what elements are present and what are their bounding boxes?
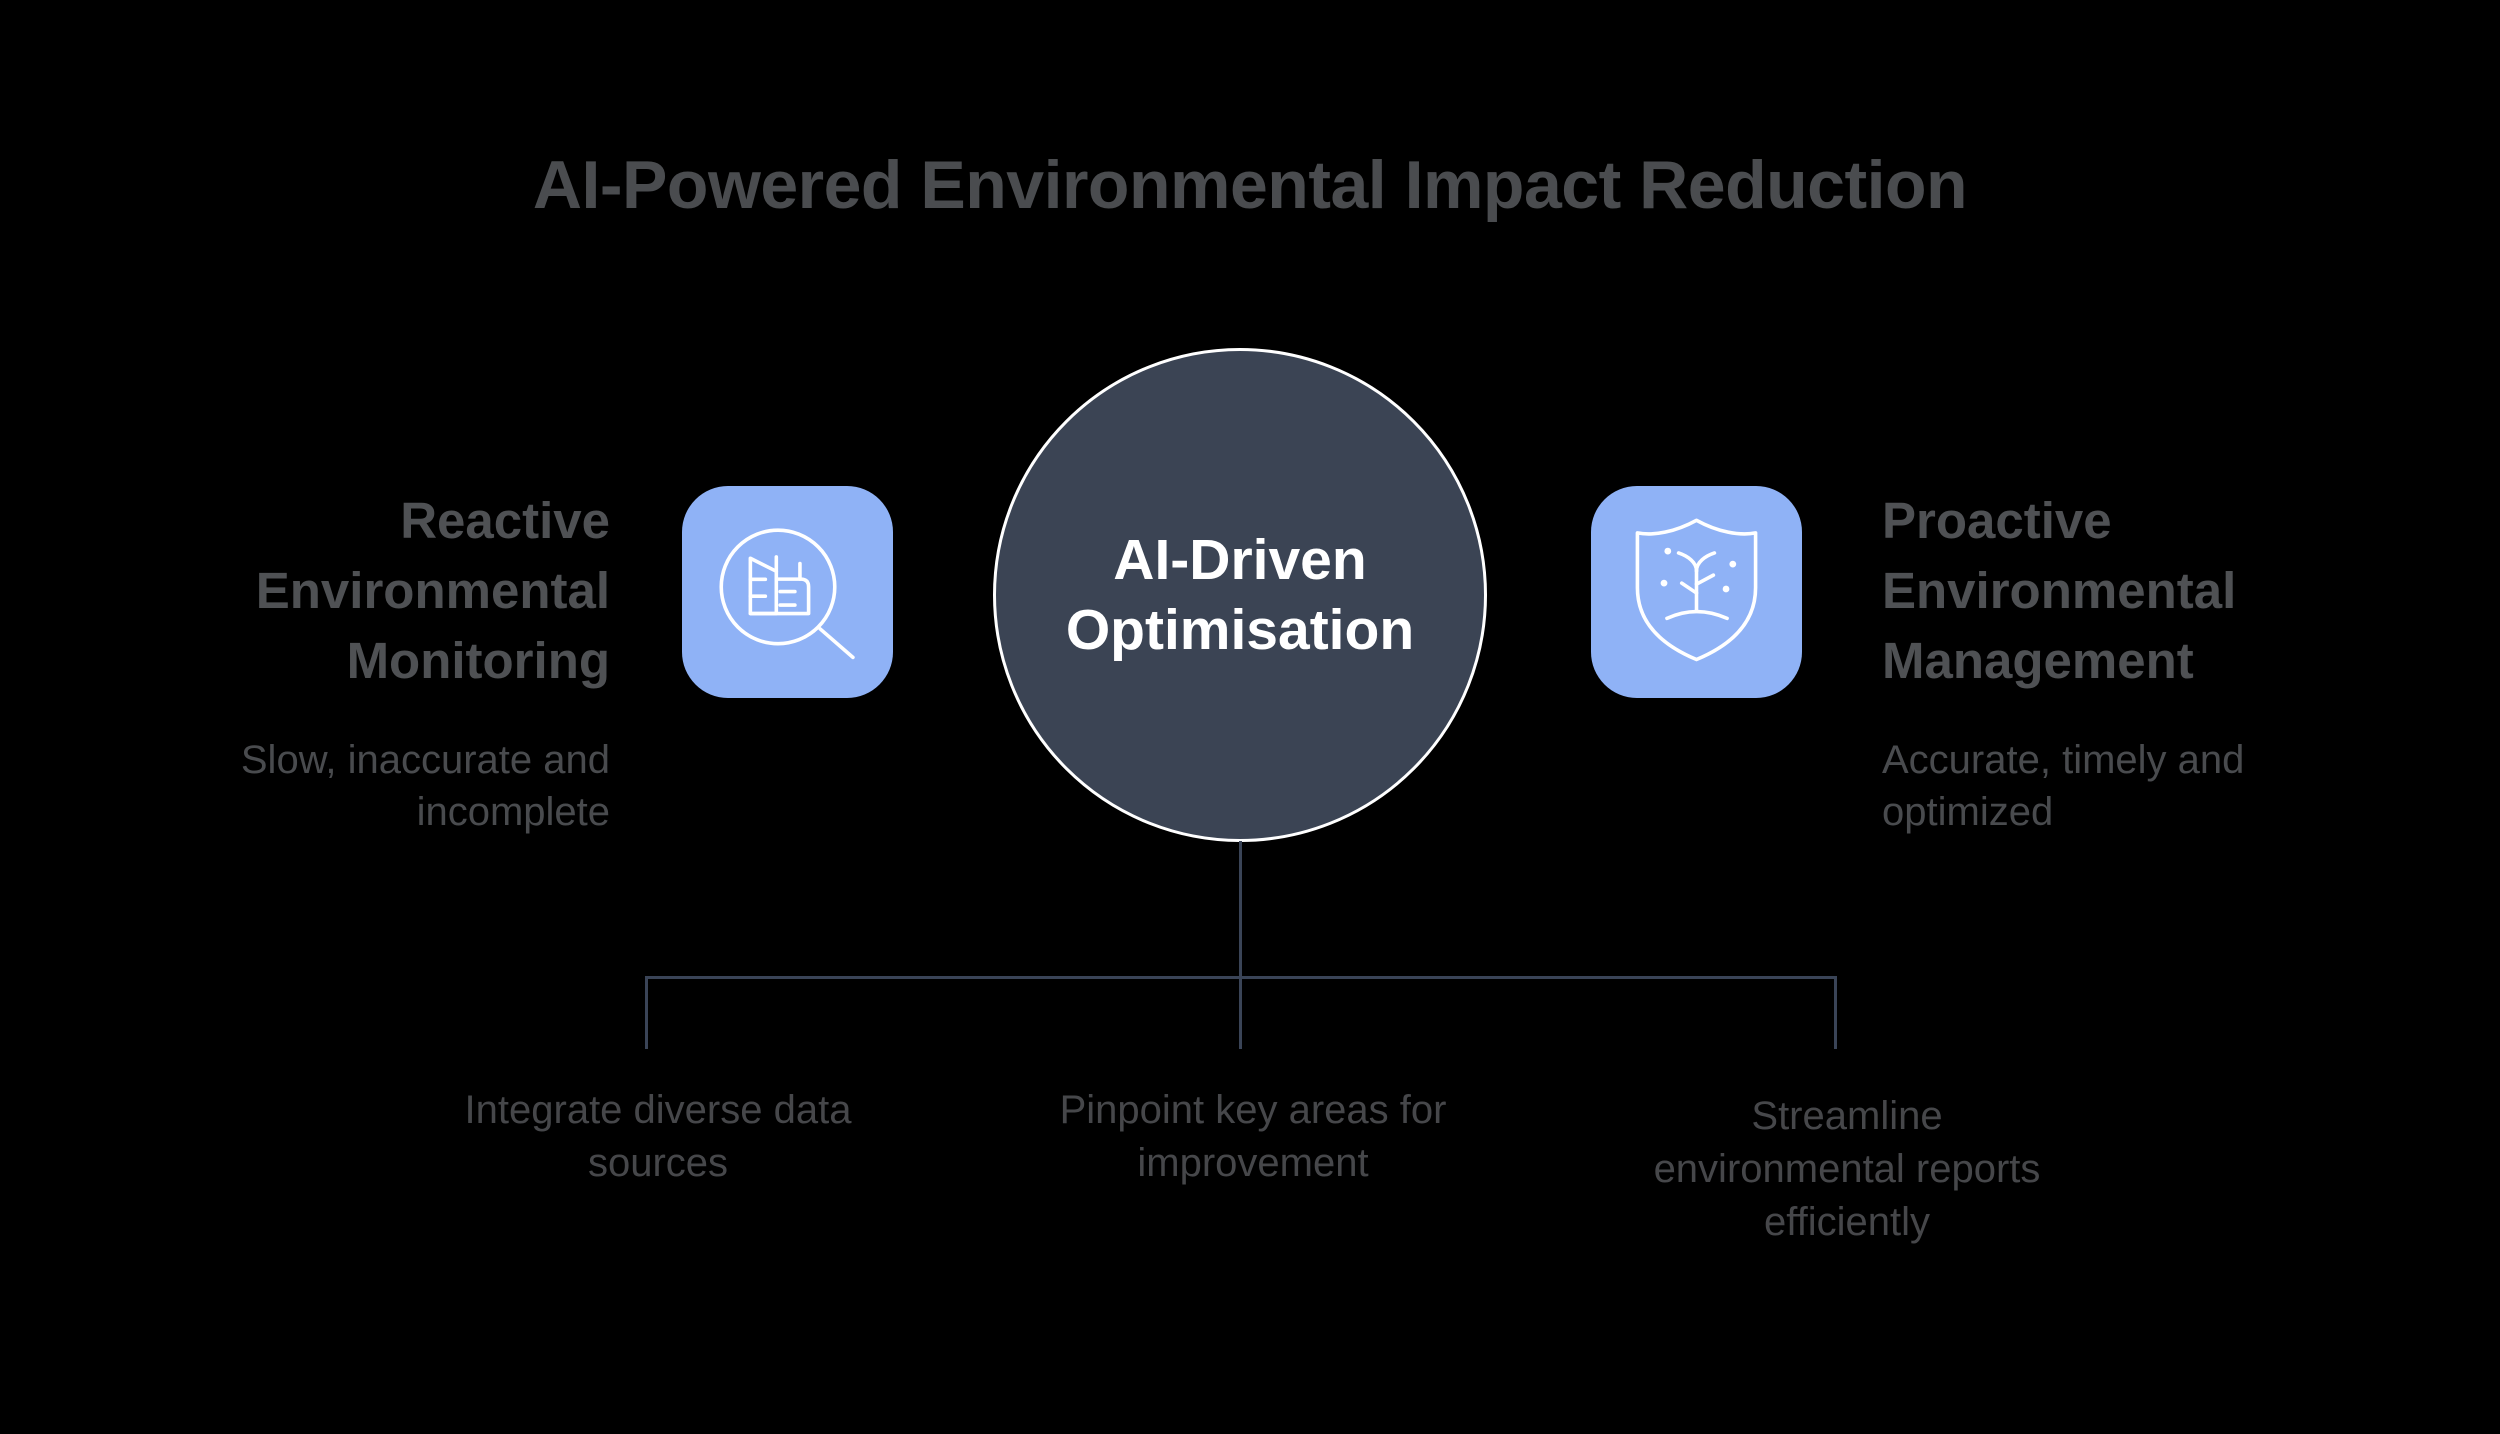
left-description: Slow, inaccurate and incomplete [240,738,610,834]
right-heading: Proactive Environmental Management [1882,492,2237,689]
connector-stem [1239,841,1242,978]
center-node: AI-Driven Optimisation [993,348,1487,842]
magnifier-building-icon [682,486,893,698]
center-node-label: AI-Driven Optimisation [1065,528,1415,662]
connector-tick-left [645,976,648,1049]
left-icon-tile [682,486,893,698]
right-icon-tile [1591,486,1802,698]
right-description: Accurate, timely and optimized [1882,738,2245,834]
connector-tick-center [1239,976,1242,1049]
branch-label: Pinpoint key areas for improvement [1059,1088,1447,1185]
page-title: AI-Powered Environmental Impact Reductio… [532,147,1968,223]
branch-label: Streamline environmental reports efficie… [1653,1094,2041,1244]
left-heading: Reactive Environmental Monitoring [255,492,610,689]
shield-plant-icon [1591,486,1802,698]
connector-tick-right [1834,976,1837,1049]
branch-label: Integrate diverse data sources [464,1088,852,1185]
